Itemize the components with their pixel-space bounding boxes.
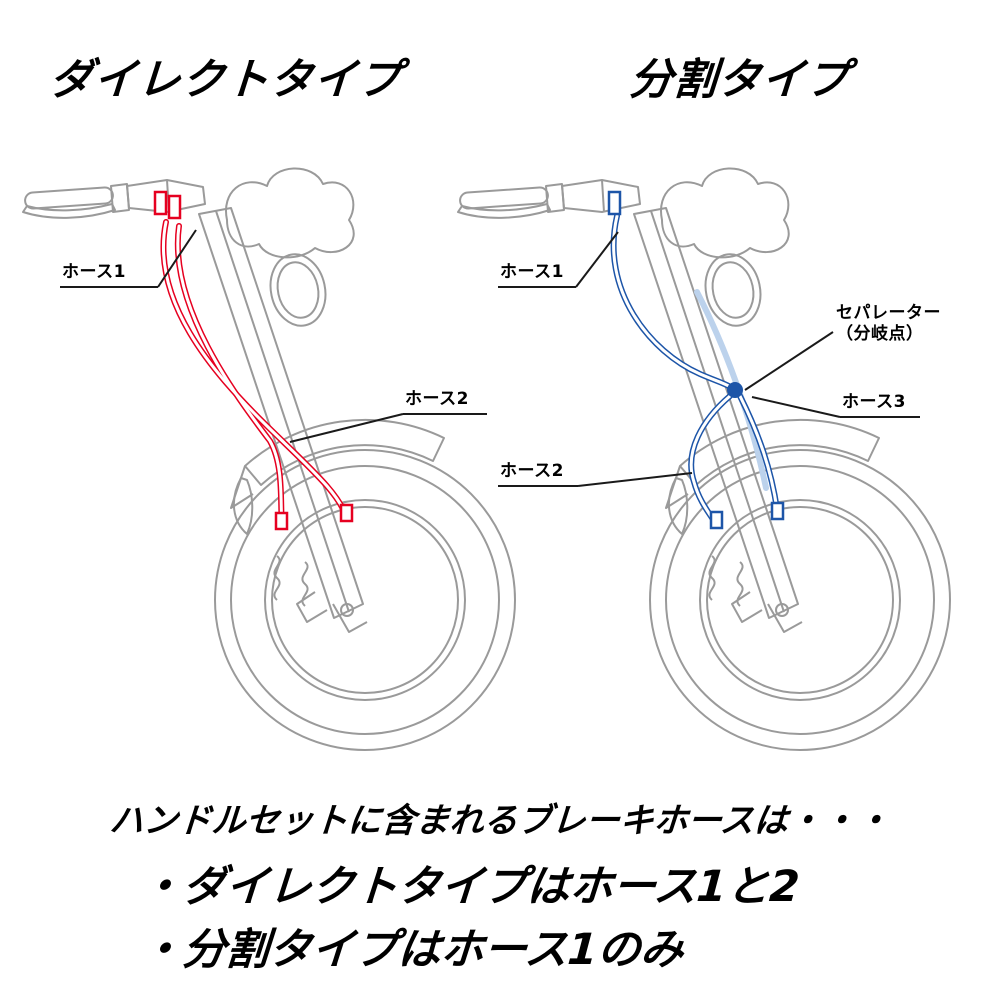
title-split-type: 分割タイプ [627, 55, 852, 105]
right-bike [457, 167, 951, 752]
right-hose2-leader [577, 472, 693, 487]
left-banjo-fitting-2 [167, 194, 182, 220]
left-banjo-fitting-1 [153, 190, 168, 216]
right-hose1-label: ホース1 [500, 262, 564, 282]
right-banjo-fitting [607, 190, 622, 216]
right-caliper-fitting-2 [770, 501, 785, 521]
leader-lines [60, 229, 920, 487]
left-bike [22, 167, 516, 752]
left-hoses [160, 219, 350, 530]
left-hose-2 [174, 223, 285, 530]
left-hose-1 [160, 219, 350, 522]
separator-leader [744, 331, 834, 391]
left-hose-fittings [153, 190, 354, 531]
left-hoses-core [161, 220, 349, 529]
right-caliper-fitting-1 [709, 510, 724, 530]
right-hose-1 [610, 213, 735, 391]
left-hose2-leader [289, 413, 404, 443]
separator-label: セパレーター （分岐点） [836, 303, 941, 345]
left-hose1-leader [157, 229, 197, 288]
separator-label-line1: セパレーター [836, 303, 941, 323]
left-caliper-fitting-1 [339, 503, 354, 523]
left-hose1-label: ホース1 [62, 262, 126, 282]
footer-bullet-direct: ・ダイレクトタイプはホース1と2 [137, 862, 802, 912]
right-hose2-label: ホース2 [500, 461, 564, 481]
left-caliper-fitting-2 [274, 511, 289, 531]
separator-label-line2: （分岐点） [836, 324, 924, 344]
right-hoses-core [612, 214, 780, 528]
footer-intro-text: ハンドルセットに含まれるブレーキホースは・・・ [108, 801, 892, 841]
footer-bullet-split: ・分割タイプはホース1のみ [137, 925, 686, 975]
right-hose3-label: ホース3 [842, 392, 906, 412]
right-hose-fittings [607, 190, 785, 530]
right-hose3-leader [751, 396, 841, 418]
separator-junction [727, 382, 743, 398]
right-hose1-leader [575, 231, 619, 288]
left-hose2-label: ホース2 [405, 389, 469, 409]
title-direct-type: ダイレクトタイプ [47, 55, 404, 105]
